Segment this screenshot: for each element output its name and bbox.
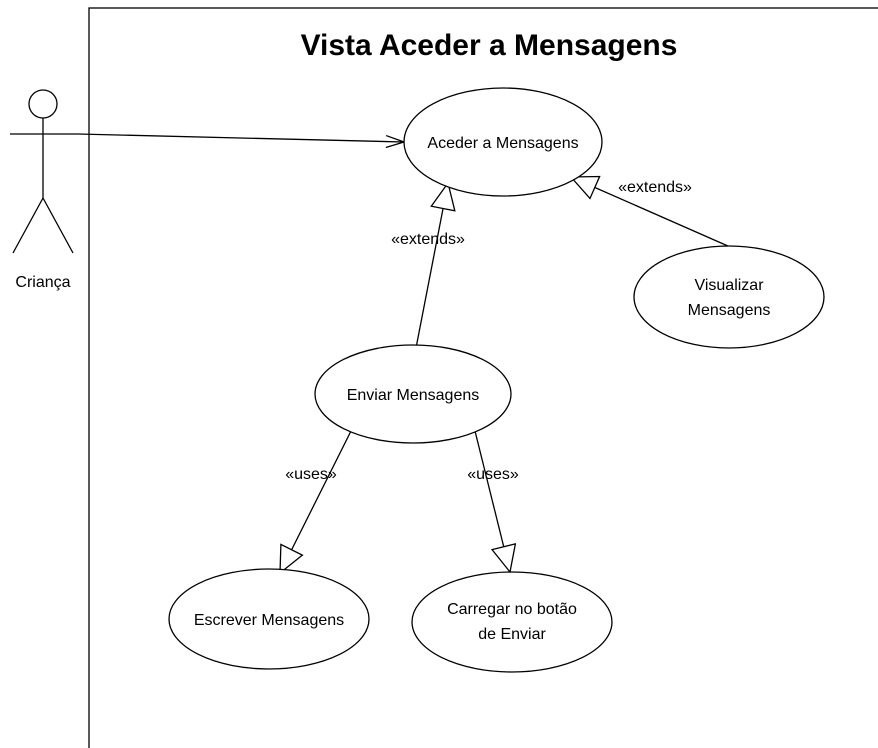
use-case-visualizar-line-1: Visualizar xyxy=(694,277,764,294)
use-case-visualizar[interactable]: Visualizar Mensagens xyxy=(633,245,825,349)
use-case-escrever-ellipse xyxy=(168,568,370,670)
use-case-aceder[interactable]: Aceder a Mensagens xyxy=(403,87,603,197)
use-case-visualizar-line-2: Mensagens xyxy=(688,302,771,319)
use-case-carregar-line-2: de Enviar xyxy=(478,626,546,643)
uses-carregar-label: «uses» xyxy=(467,466,519,483)
extends-visualizar-label: «extends» xyxy=(618,179,692,196)
use-case-carregar[interactable]: Carregar no botão de Enviar xyxy=(411,571,613,673)
diagram-title: Vista Aceder a Mensagens xyxy=(301,29,678,62)
use-case-carregar-ellipse xyxy=(411,571,613,673)
system-boundary xyxy=(88,7,878,748)
use-case-enviar-ellipse xyxy=(314,344,512,444)
use-case-aceder-label: Aceder a Mensagens xyxy=(427,135,578,152)
use-case-enviar-label: Enviar Mensagens xyxy=(347,387,480,404)
use-case-enviar[interactable]: Enviar Mensagens xyxy=(314,344,512,444)
uses-carregar-line xyxy=(474,430,510,572)
uses-escrever-line xyxy=(280,430,352,573)
use-case-aceder-ellipse xyxy=(403,87,603,197)
actor-right-leg xyxy=(42,197,74,254)
association-line xyxy=(77,133,404,142)
use-case-visualizar-ellipse xyxy=(633,245,825,349)
actor-label: Criança xyxy=(15,274,70,291)
use-case-carregar-line-1: Carregar no botão xyxy=(447,601,577,618)
actor-head xyxy=(28,89,58,119)
uses-escrever-label: «uses» xyxy=(285,466,337,483)
actor-crianca xyxy=(10,89,78,254)
extends-visualizar-line xyxy=(571,177,738,251)
use-case-escrever[interactable]: Escrever Mensagens xyxy=(168,568,370,670)
actor-left-leg xyxy=(12,197,44,254)
extends-enviar-label: «extends» xyxy=(391,231,465,248)
use-case-escrever-label: Escrever Mensagens xyxy=(194,612,344,629)
extends-enviar-line xyxy=(415,183,448,349)
